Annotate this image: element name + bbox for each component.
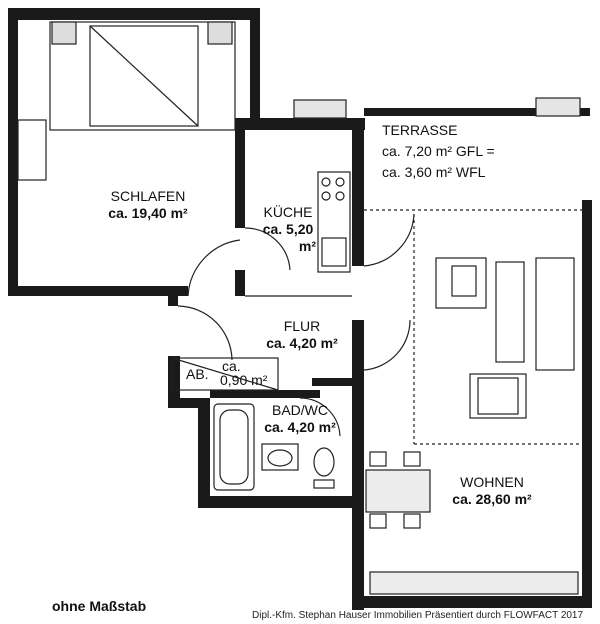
room-name: BAD/WC: [272, 402, 328, 418]
room-area: ca. 28,60 m²: [452, 491, 532, 507]
room-area: ca. 5,20: [262, 221, 314, 237]
room-terrasse: TERRASSE ca. 7,20 m² GFL = ca. 3,60 m² W…: [382, 120, 495, 183]
room-name: TERRASSE: [382, 122, 458, 138]
credit-line: Dipl.-Kfm. Stephan Hauser Immobilien Prä…: [252, 610, 584, 621]
room-name: WOHNEN: [460, 474, 524, 490]
room-flur: FLUR ca. 4,20 m²: [252, 318, 352, 352]
room-name: FLUR: [283, 318, 321, 334]
room-kueche: KÜCHE ca. 5,20 m²: [248, 204, 328, 255]
room-name: SCHLAFEN: [110, 188, 186, 204]
terrasse-wfl: ca. 3,60 m² WFL: [382, 164, 486, 180]
room-schlafen: SCHLAFEN ca. 19,40 m²: [88, 188, 208, 222]
room-area-unit: m²: [298, 238, 316, 254]
room-area: ca. 19,40 m²: [108, 205, 188, 221]
room-area-line1: ca.: [222, 358, 241, 374]
thin-lines: [17, 21, 582, 595]
room-wohnen: WOHNEN ca. 28,60 m²: [432, 474, 552, 508]
room-area: ca. 4,20 m²: [266, 335, 338, 351]
terrasse-gfl: ca. 7,20 m² GFL =: [382, 143, 495, 159]
room-area: ca. 4,20 m²: [264, 419, 336, 435]
room-name: AB.: [186, 366, 209, 382]
room-ab: AB. ca. 0,90 m²: [170, 358, 280, 392]
room-bad: BAD/WC ca. 4,20 m²: [250, 402, 350, 436]
walls: [8, 8, 592, 610]
scale-note: ohne Maßstab: [52, 598, 147, 614]
room-area-line2: 0,90 m²: [220, 372, 268, 388]
room-name: KÜCHE: [263, 204, 313, 220]
